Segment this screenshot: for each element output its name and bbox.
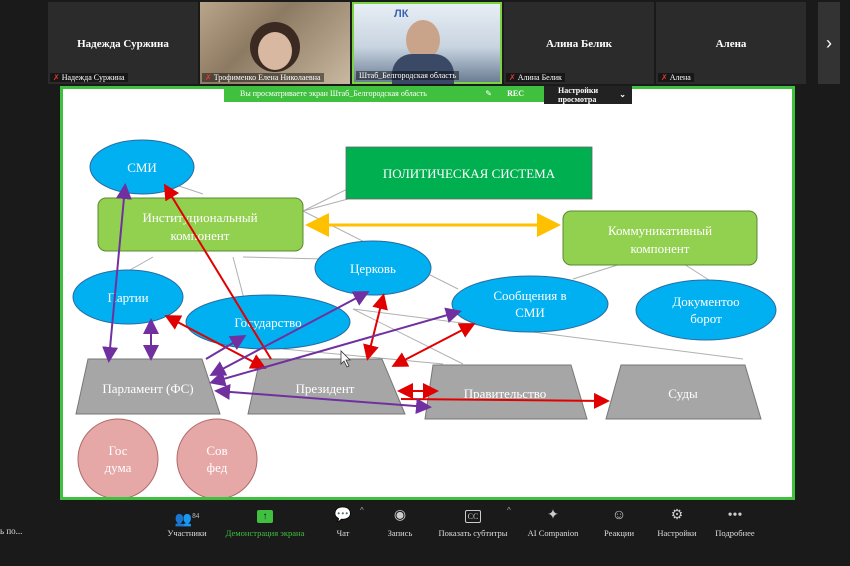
share-screen-icon: ↑: [222, 506, 308, 526]
communicative-label-1: Коммуникативный: [608, 223, 712, 238]
chat-button[interactable]: 💬 Чат: [330, 506, 356, 538]
rec-indicator: REC: [507, 89, 524, 98]
more-dots-icon: •••: [727, 508, 743, 523]
reactions-button[interactable]: ☺ Реакции: [600, 506, 638, 538]
church-label: Церковь: [350, 261, 396, 276]
participant-name: Надежда Суржина: [77, 38, 169, 50]
diagram-title: ПОЛИТИЧЕСКАЯ СИСТЕМА: [383, 166, 556, 181]
settings-button[interactable]: ⚙ Настройки: [654, 506, 700, 538]
smi-ellipse: [89, 139, 195, 195]
chevron-down-icon: ⌄: [619, 90, 626, 99]
gear-icon: ⚙: [670, 508, 684, 523]
government-label: Правительство: [464, 386, 547, 401]
title-box: [345, 146, 593, 200]
mic-muted-icon: ✗: [53, 73, 60, 82]
participant-caption: ✗Алена: [658, 73, 694, 82]
person-face: [258, 32, 292, 70]
share-banner-text: Вы просматриваете экран Штаб_Белгородска…: [240, 89, 427, 98]
docflow-label-2: борот: [690, 311, 722, 326]
truncated-label: ь по...: [0, 526, 23, 536]
participant-caption: Штаб_Белгородская область: [356, 71, 459, 80]
subtitles-caret-icon[interactable]: ^: [507, 506, 511, 515]
chat-icon: 💬: [334, 508, 352, 523]
participant-caption: ✗Трофименко Елена Николаевна: [202, 73, 324, 82]
cc-icon: CC: [435, 506, 511, 526]
courts-trapezoid: [605, 364, 762, 420]
institutional-box: [97, 197, 304, 252]
smile-icon: ☺: [611, 508, 627, 523]
chevron-right-icon: ›: [826, 32, 832, 53]
share-banner: Вы просматриваете экран Штаб_Белгородска…: [224, 86, 544, 102]
institutional-label-2: компонент: [171, 228, 230, 243]
president-label: Президент: [296, 381, 355, 396]
share-screen-button[interactable]: ↑ Демонстрация экрана: [222, 506, 308, 538]
messages-label-1: Сообщения в: [493, 288, 566, 303]
shared-screen: ПОЛИТИЧЕСКАЯ СИСТЕМА Институциональный к…: [60, 86, 795, 500]
more-button[interactable]: ••• Подробнее: [712, 506, 758, 538]
parliament-label: Парламент (ФС): [102, 381, 193, 396]
participant-video[interactable]: ✗Трофименко Елена Николаевна: [200, 2, 350, 84]
messages-label-2: СМИ: [515, 305, 545, 320]
mic-muted-icon: ✗: [509, 73, 516, 82]
participant-strip: Надежда Суржина ✗Надежда Суржина ✗Трофим…: [0, 0, 850, 84]
meeting-toolbar: ь по... 👥84 Участники ↑ Демонстрация экр…: [0, 500, 850, 566]
participant-caption: ✗Алина Белик: [506, 73, 565, 82]
view-options-label: Настройки просмотра: [558, 86, 599, 104]
mic-muted-icon: ✗: [661, 73, 668, 82]
people-icon: 👥84: [174, 512, 200, 528]
purple-arrows: [102, 183, 462, 415]
courts-label: Суды: [668, 386, 698, 401]
view-options-button[interactable]: Настройки просмотра ⌄: [544, 86, 632, 104]
person-face: [406, 20, 440, 60]
participant-tile[interactable]: Алина Белик ✗Алина Белик: [504, 2, 654, 84]
sparkle-icon: ✦: [547, 508, 559, 523]
participant-name: Алена: [715, 38, 747, 50]
participant-tile[interactable]: Надежда Суржина ✗Надежда Суржина: [48, 2, 198, 84]
logo-icon: ЛК: [394, 8, 409, 20]
smi-label: СМИ: [127, 160, 157, 175]
messages-ellipse: [451, 275, 609, 333]
institutional-label-1: Институциональный: [142, 210, 257, 225]
subtitles-button[interactable]: CC Показать субтитры: [435, 506, 511, 538]
person-body: [392, 54, 454, 84]
mouse-cursor-icon: [340, 350, 351, 368]
gosduma-circle: [77, 418, 159, 497]
sovfed-label-1: Сов: [206, 443, 227, 458]
gosduma-label-1: Гос: [109, 443, 128, 458]
sovfed-label-2: фед: [207, 460, 228, 475]
docflow-label-1: Документоо: [672, 294, 739, 309]
political-system-diagram: ПОЛИТИЧЕСКАЯ СИСТЕМА Институциональный к…: [72, 139, 777, 497]
ai-companion-button[interactable]: ✦ AI Companion: [522, 506, 584, 538]
sovfed-circle: [176, 418, 258, 497]
next-page-button[interactable]: ›: [818, 2, 840, 84]
participants-button[interactable]: 👥84 Участники: [164, 506, 210, 538]
participant-video-active[interactable]: ЛК Штаб_Белгородская область: [352, 2, 502, 84]
participant-caption: ✗Надежда Суржина: [50, 73, 128, 82]
record-icon: ◉: [393, 508, 407, 523]
mic-icon: ✎: [485, 89, 492, 98]
participant-tile[interactable]: Алена ✗Алена: [656, 2, 806, 84]
communicative-label-2: компонент: [631, 241, 690, 256]
participant-name: Алина Белик: [545, 38, 613, 50]
chat-caret-icon[interactable]: ^: [360, 506, 364, 515]
record-button[interactable]: ◉ Запись: [383, 506, 417, 538]
gosduma-label-2: дума: [105, 460, 132, 475]
communicative-box: [562, 210, 758, 266]
mic-muted-icon: ✗: [205, 73, 212, 82]
docflow-ellipse: [635, 279, 777, 341]
